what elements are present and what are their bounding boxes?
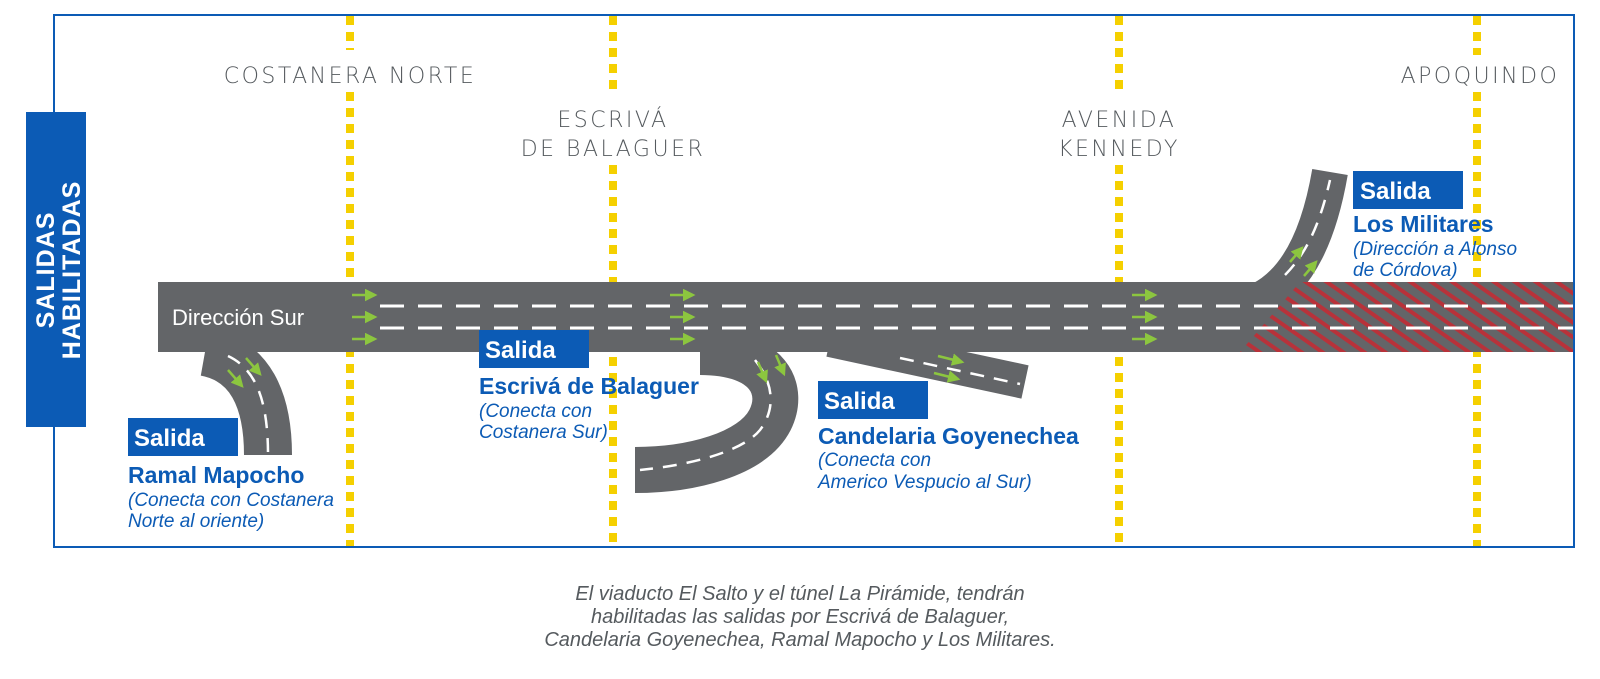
arrow: [937, 353, 965, 366]
street-escriva-line1: ESCRIVÁ: [557, 107, 668, 133]
caption-line1: El viaducto El Salto y el túnel La Pirám…: [575, 583, 1025, 605]
closed-section: [1240, 282, 1573, 352]
street-escriva-line2: DE BALAGUER: [521, 137, 706, 162]
exit-note-line2: de Córdova): [1353, 260, 1458, 281]
ramp-los-militares: [1251, 168, 1348, 317]
exit-tag-label: Salida: [824, 388, 895, 415]
arrow: [245, 357, 262, 376]
arrow: [774, 354, 786, 377]
direction-arrows: [227, 246, 1318, 388]
exit-escriva: Salida Escrivá de Balaguer (Conecta con …: [479, 330, 699, 443]
exit-note-line2: Americo Vespucio al Sur): [817, 472, 1032, 493]
exit-tag-box: [818, 381, 928, 419]
exit-note-line1: (Conecta con Costanera: [128, 490, 334, 511]
caption-line3: Candelaria Goyenechea, Ramal Mapocho y L…: [544, 629, 1056, 651]
exit-note-line1: (Conecta con: [479, 401, 592, 422]
exit-tag-box: [479, 330, 589, 368]
exit-name: Escrivá de Balaguer: [479, 373, 699, 399]
street-costanera-norte: COSTANERA NORTE: [224, 64, 477, 89]
exit-tag-label: Salida: [1360, 178, 1431, 205]
arrow: [227, 369, 244, 388]
ramp-escriva: [634, 329, 799, 493]
street-apoquindo: APOQUINDO: [1401, 64, 1560, 89]
caption-line2: habilitadas las salidas por Escrivá de B…: [590, 606, 1010, 628]
exit-tag-box: [128, 418, 238, 456]
lane-markings: [380, 304, 1573, 330]
caption: El viaducto El Salto y el túnel La Pirám…: [0, 583, 1600, 652]
street-kennedy-line2: KENNEDY: [1058, 137, 1180, 162]
ramp-ramal-mapocho: [199, 328, 292, 456]
exit-name: Los Militares: [1353, 211, 1494, 237]
exit-los-militares: Salida Los Militares (Dirección a Alonso…: [1353, 171, 1517, 281]
road-direction-label: Dirección Sur: [172, 305, 304, 330]
side-title-line2: HABILITADAS: [58, 181, 86, 360]
exit-tag-label: Salida: [485, 337, 556, 364]
arrow: [933, 370, 961, 383]
exit-tag-label: Salida: [134, 425, 205, 452]
side-title-box: [26, 112, 86, 427]
exit-tag-box: [1353, 171, 1463, 209]
exit-name: Candelaria Goyenechea: [818, 423, 1079, 449]
street-kennedy-line1: AVENIDA: [1062, 108, 1177, 133]
exit-note-line1: (Conecta con: [818, 450, 931, 471]
exit-note-line2: Costanera Sur): [479, 422, 608, 443]
exit-candelaria: Salida Candelaria Goyenechea (Conecta co…: [817, 381, 1079, 493]
arrow: [756, 361, 768, 384]
side-title-line1: SALIDAS: [32, 212, 60, 329]
exit-diagram: COSTANERA NORTE ESCRIVÁ DE BALAGUER AVEN…: [26, 14, 1575, 548]
exit-note-line2: Norte al oriente): [128, 511, 264, 532]
arrow: [1289, 246, 1304, 263]
exit-name: Ramal Mapocho: [128, 462, 304, 488]
arrow: [1303, 260, 1318, 277]
exit-ramal-mapocho: Salida Ramal Mapocho (Conecta con Costan…: [128, 418, 334, 532]
exit-note-line1: (Dirección a Alonso: [1353, 239, 1517, 260]
